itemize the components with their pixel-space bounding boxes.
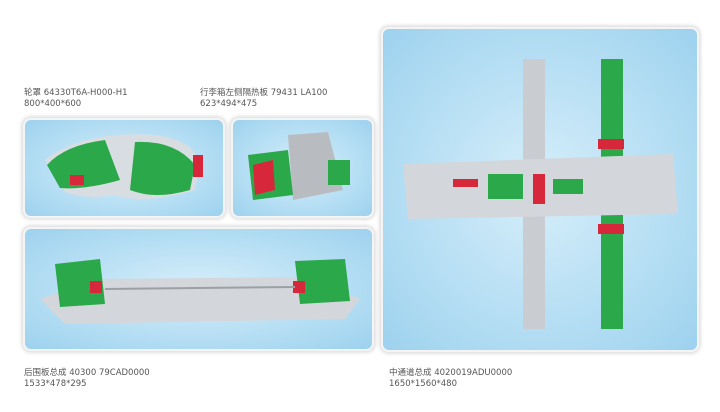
part-caption-center-tunnel: 中通道总成 4020019ADU0000 1650*1560*480 <box>389 368 512 390</box>
part-caption-rear-panel: 后围板总成 40300 79CAD0000 1533*478*295 <box>24 368 150 390</box>
part-size: 1650*1560*480 <box>389 379 457 389</box>
part-size: 800*400*600 <box>24 99 82 109</box>
part-caption-wheelhouse: 轮罩 64330T6A-H000-H1 800*400*600 <box>24 88 128 110</box>
part-caption-trunk-panel: 行李箱左侧隔热板 79431 LA100 623*494*475 <box>200 88 327 110</box>
part-size: 1533*478*295 <box>24 379 87 389</box>
part-image-rear-panel <box>23 227 374 351</box>
part-name: 轮罩 64330T6A-H000-H1 <box>24 88 128 98</box>
part-image-center-tunnel <box>381 27 699 352</box>
part-size: 623*494*475 <box>200 99 258 109</box>
part-name: 中通道总成 4020019ADU0000 <box>389 368 513 378</box>
part-image-wheelhouse <box>23 118 225 218</box>
part-image-trunk-panel <box>231 118 374 218</box>
part-name: 后围板总成 40300 79CAD0000 <box>24 368 150 378</box>
part-name: 行李箱左侧隔热板 79431 LA100 <box>200 88 328 98</box>
